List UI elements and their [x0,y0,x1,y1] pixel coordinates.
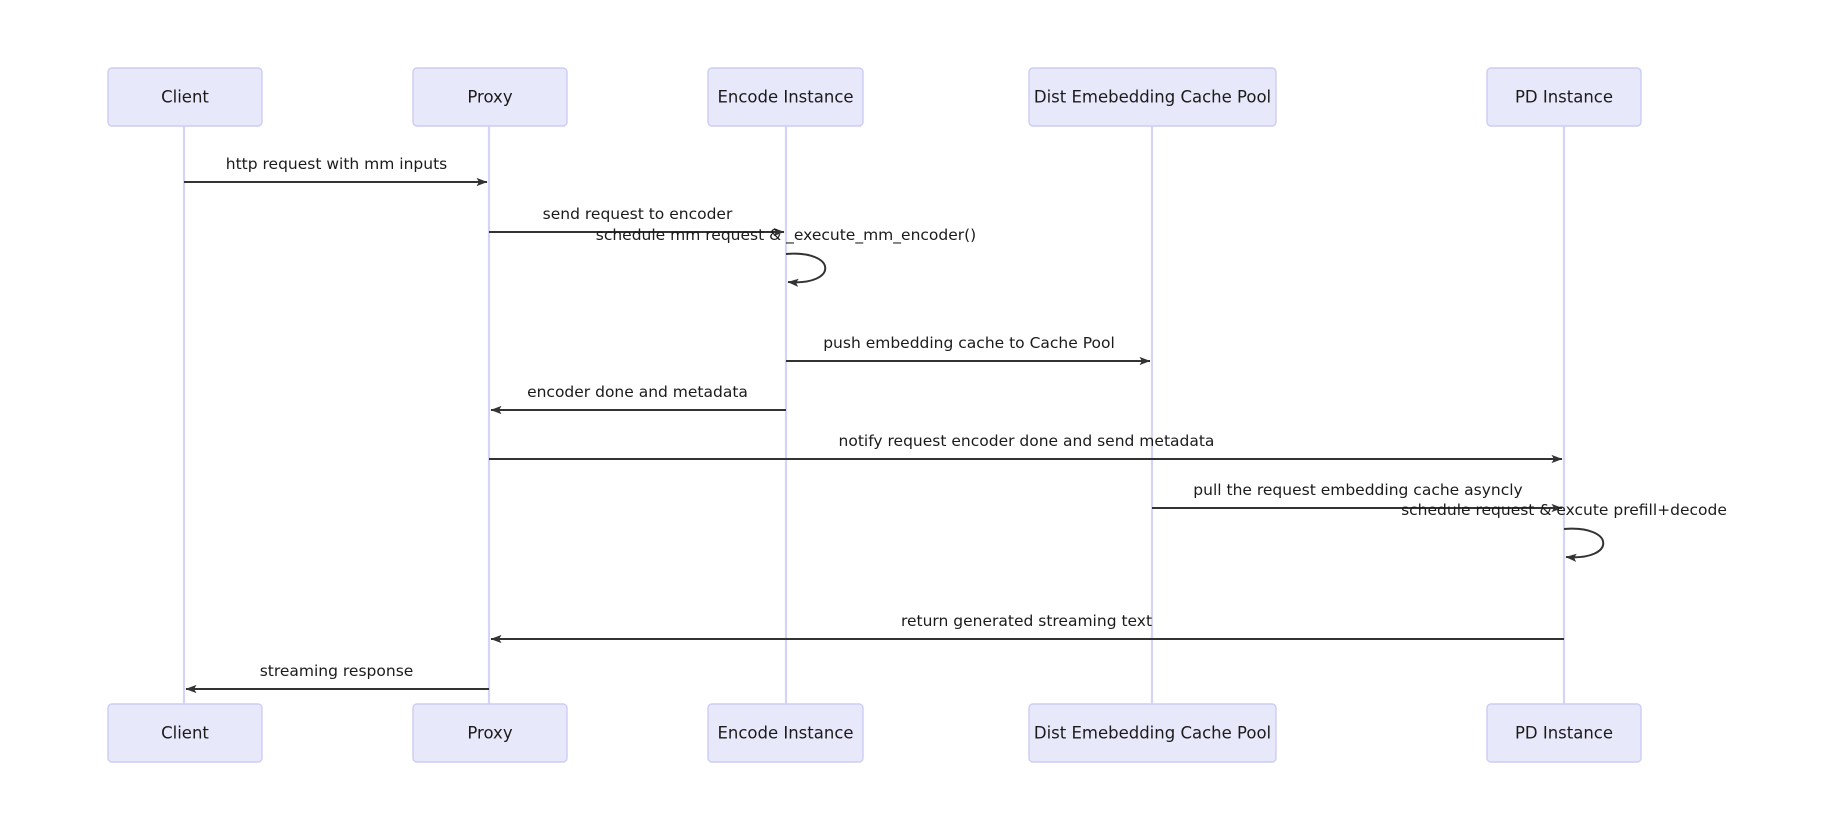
participant-label-client: Client [161,724,209,743]
participant-box-encode[interactable] [707,67,864,127]
message-label: pull the request embedding cache asyncly [1193,481,1522,499]
participant-label-pool: Dist Emebedding Cache Pool [1034,724,1271,743]
message-9-pd-to-proxy[interactable]: return generated streaming text [490,612,1564,644]
message-label: encoder done and metadata [527,383,748,401]
participant-box-encode[interactable] [707,703,864,763]
message-label: send request to encoder [543,205,733,223]
message-label: schedule request & excute prefill+decode [1401,501,1727,519]
message-4-encode-to-pool[interactable]: push embedding cache to Cache Pool [786,334,1151,366]
message-2-proxy-to-encode[interactable]: send request to encoder [489,205,785,237]
participant-label-pd: PD Instance [1515,724,1613,743]
participant-top-client[interactable]: Client [107,67,263,127]
self-loop-arrow [1563,527,1605,562]
message-label: notify request encoder done and send met… [839,432,1215,450]
message-label: schedule mm request & _execute_mm_encode… [596,226,976,245]
messages-layer: http request with mm inputs send request … [184,155,1727,694]
lifelines-layer [182,126,1566,704]
message-label: http request with mm inputs [226,155,447,173]
participant-top-encode[interactable]: Encode Instance [707,67,864,127]
participant-label-pool: Dist Emebedding Cache Pool [1034,88,1271,107]
message-5-encode-to-proxy[interactable]: encoder done and metadata [490,383,786,415]
participant-bottom-encode[interactable]: Encode Instance [707,703,864,763]
participant-label-pd: PD Instance [1515,88,1613,107]
participant-box-pool[interactable] [1028,67,1277,127]
participant-bottom-pd[interactable]: PD Instance [1486,703,1642,763]
participant-label-proxy: Proxy [467,724,512,743]
message-3-encode-to-encode[interactable]: schedule mm request & _execute_mm_encode… [596,226,976,287]
message-label: push embedding cache to Cache Pool [823,334,1115,352]
message-10-proxy-to-client[interactable]: streaming response [185,662,489,694]
participant-top-pd[interactable]: PD Instance [1486,67,1642,127]
participant-box-pd[interactable] [1486,703,1642,763]
participant-box-proxy[interactable] [412,703,568,763]
participant-top-pool[interactable]: Dist Emebedding Cache Pool [1028,67,1277,127]
participant-box-pd[interactable] [1486,67,1642,127]
self-loop-arrow [785,252,827,287]
participant-label-proxy: Proxy [467,88,512,107]
message-7-pool-to-pd[interactable]: pull the request embedding cache asyncly [1152,481,1563,513]
participant-label-client: Client [161,88,209,107]
message-6-proxy-to-pd[interactable]: notify request encoder done and send met… [489,432,1563,464]
message-label: streaming response [260,662,414,680]
participant-bottom-proxy[interactable]: Proxy [412,703,568,763]
participant-box-pool[interactable] [1028,703,1277,763]
message-1-client-to-proxy[interactable]: http request with mm inputs [184,155,488,187]
message-8-pd-to-pd[interactable]: schedule request & excute prefill+decode [1401,501,1727,562]
message-label: return generated streaming text [901,612,1152,630]
participant-bottom-pool[interactable]: Dist Emebedding Cache Pool [1028,703,1277,763]
participant-bottom-client[interactable]: Client [107,703,263,763]
participant-label-encode: Encode Instance [717,88,853,107]
participant-box-proxy[interactable] [412,67,568,127]
participant-box-client[interactable] [107,67,263,127]
participant-label-encode: Encode Instance [717,724,853,743]
participant-top-proxy[interactable]: Proxy [412,67,568,127]
participant-box-client[interactable] [107,703,263,763]
